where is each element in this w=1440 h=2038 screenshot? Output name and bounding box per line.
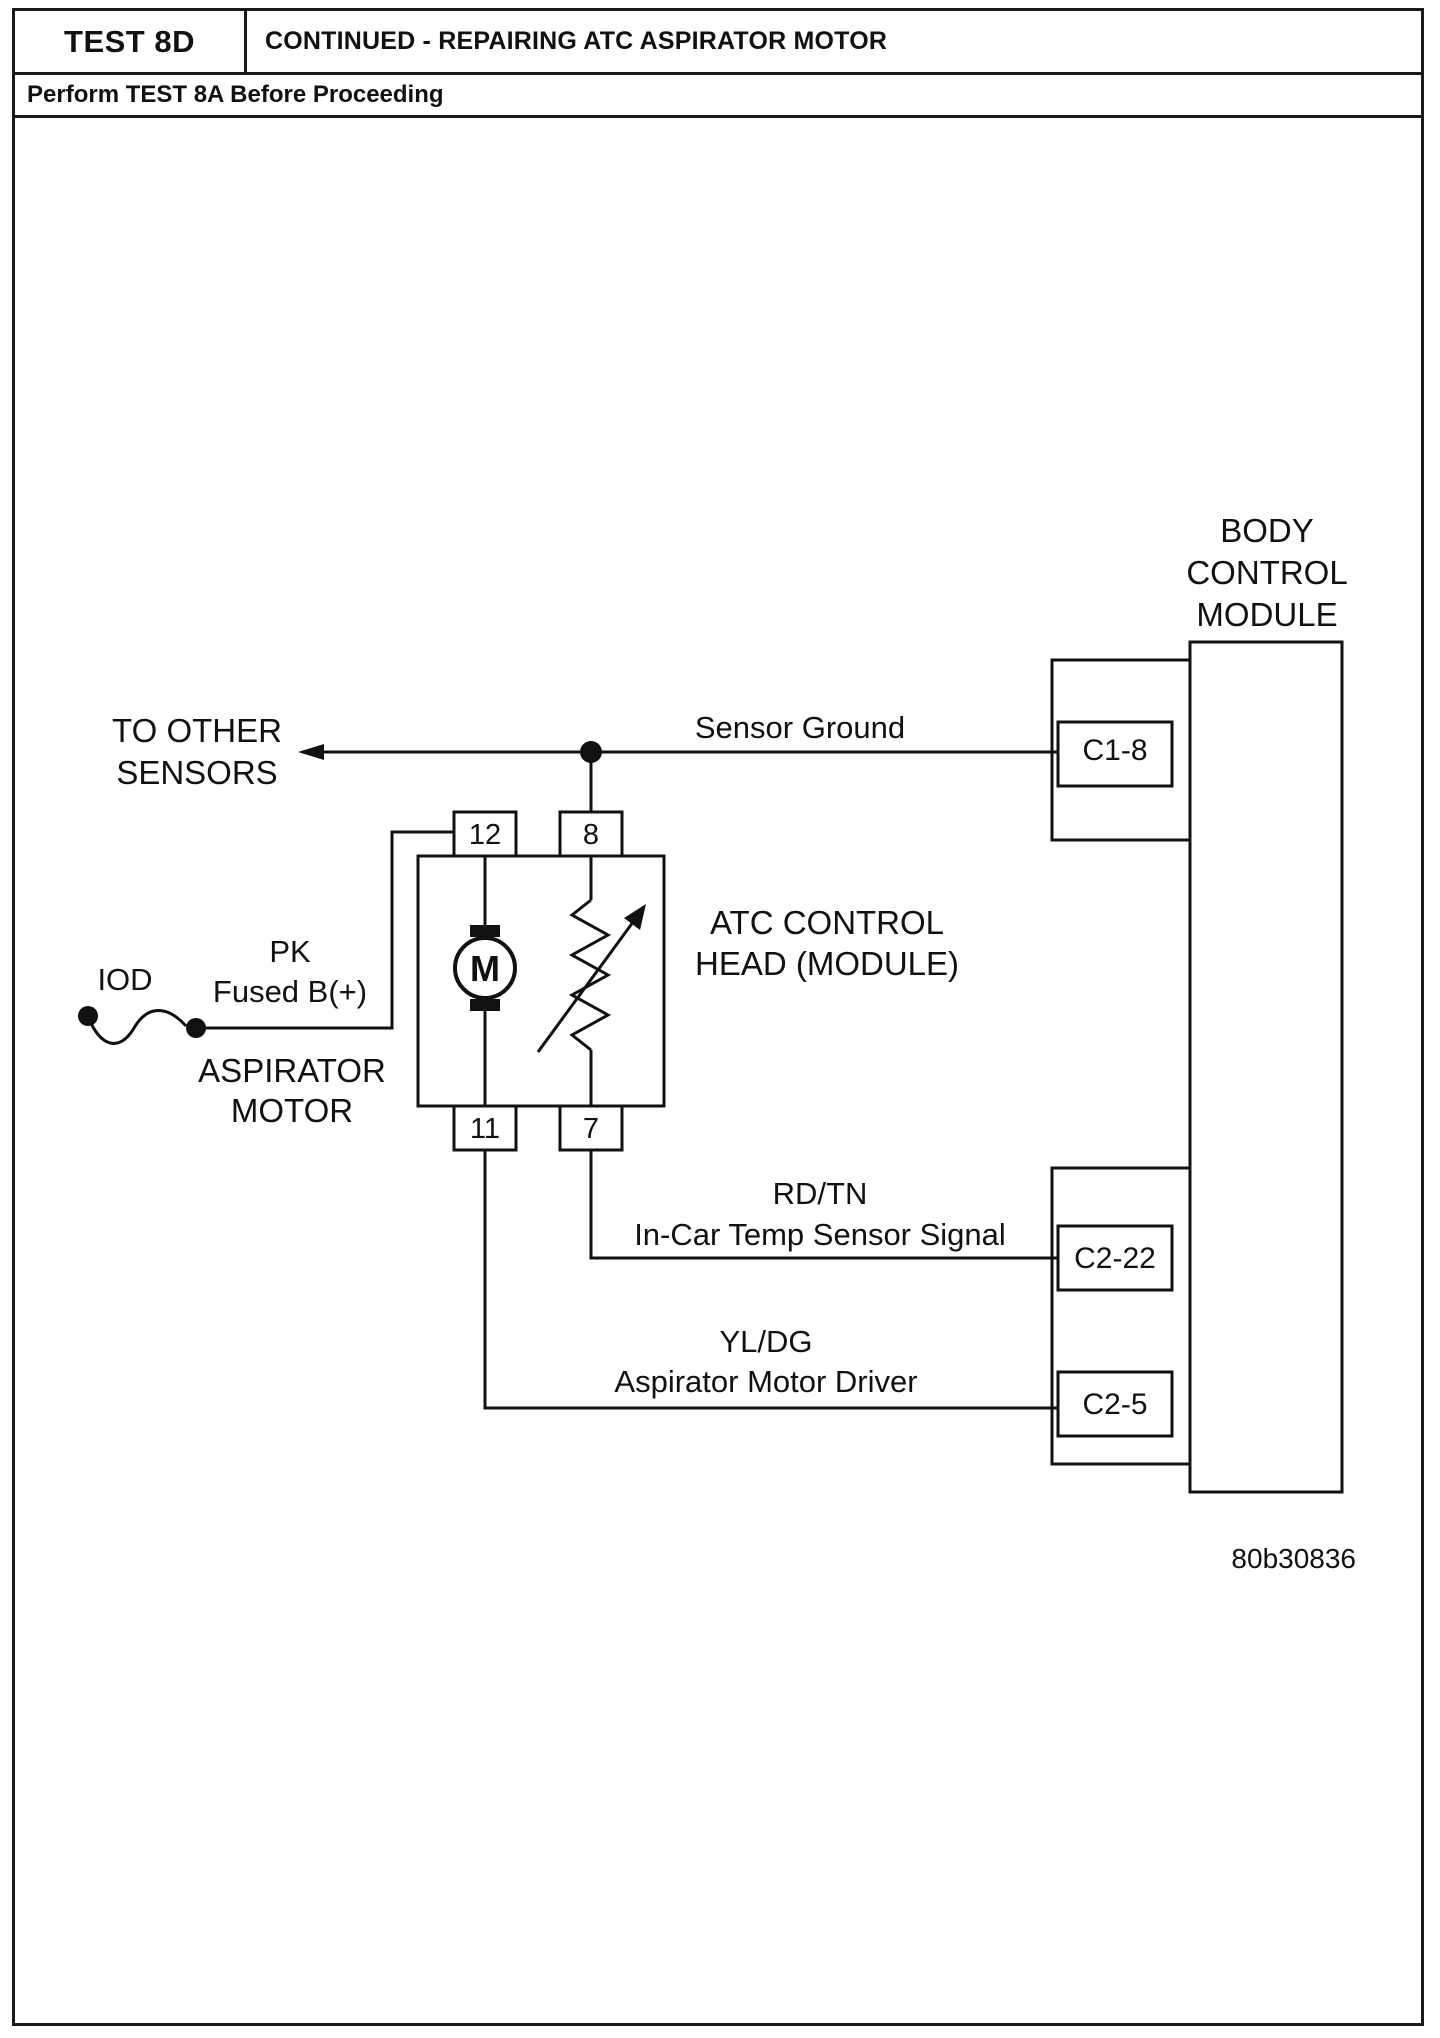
aspirator-motor-label-line-1: ASPIRATOR bbox=[198, 1052, 386, 1089]
motor-driver-color: YL/DG bbox=[719, 1324, 812, 1359]
bcm-connector-c2 bbox=[1050, 1166, 1192, 1466]
fused-feed-color: PK bbox=[269, 934, 311, 969]
bcm-pin-c1-8-box bbox=[1056, 720, 1174, 788]
bcm-pin-c2-5: C2-5 bbox=[1082, 1388, 1147, 1421]
pin-11-box bbox=[452, 1104, 518, 1152]
temp-signal-wire bbox=[589, 1150, 1058, 1260]
bcm-label-line-2: CONTROL bbox=[1186, 554, 1347, 591]
sensor-ground-circuit: Sensor Ground TO OTHER SENSORS bbox=[112, 710, 1058, 812]
other-sensors-label-line-1: TO OTHER bbox=[112, 712, 282, 749]
other-sensors-label-line-2: SENSORS bbox=[116, 754, 277, 791]
pin-7: 7 bbox=[583, 1113, 599, 1145]
header-row: TEST 8D CONTINUED - REPAIRING ATC ASPIRA… bbox=[15, 11, 1421, 75]
subheader-row: Perform TEST 8A Before Proceeding bbox=[15, 75, 1421, 118]
bcm-pin-c2-22: C2-22 bbox=[1074, 1242, 1156, 1275]
page-frame: TEST 8D CONTINUED - REPAIRING ATC ASPIRA… bbox=[12, 8, 1424, 2026]
thermistor-icon bbox=[536, 856, 646, 1106]
atc-control-head: ATC CONTROL HEAD (MODULE) 12 8 11 7 M bbox=[416, 810, 959, 1152]
temp-signal-color: RD/TN bbox=[773, 1176, 868, 1211]
motor-driver-label: Aspirator Motor Driver bbox=[614, 1364, 917, 1399]
bcm-connector-c1 bbox=[1050, 658, 1192, 842]
fused-feed-circuit: IOD PK Fused B(+) ASPIRATOR MOTOR bbox=[78, 830, 454, 1129]
temp-signal-circuit: RD/TN In-Car Temp Sensor Signal bbox=[589, 1150, 1058, 1260]
to-other-sensors-arrow bbox=[298, 744, 324, 760]
motor-driver-wire bbox=[483, 1150, 1058, 1410]
pin-12: 12 bbox=[469, 819, 501, 851]
figure-id: 80b30836 bbox=[1231, 1543, 1356, 1574]
fused-feed-label: Fused B(+) bbox=[213, 974, 367, 1009]
control-head-label-line-2: HEAD (MODULE) bbox=[695, 945, 959, 982]
control-head-label-line-1: ATC CONTROL bbox=[710, 904, 944, 941]
test-title: CONTINUED - REPAIRING ATC ASPIRATOR MOTO… bbox=[265, 27, 888, 55]
fuse-terminal-left bbox=[78, 1006, 98, 1026]
pin-8: 8 bbox=[583, 819, 599, 851]
bcm-box bbox=[1188, 640, 1344, 1494]
bcm-label-line-1: BODY bbox=[1220, 512, 1314, 549]
motor-icon bbox=[453, 936, 517, 1000]
fused-feed-wire bbox=[196, 830, 454, 1030]
temp-signal-label: In-Car Temp Sensor Signal bbox=[634, 1217, 1006, 1252]
body-control-module: BODY CONTROL MODULE C1-8 C2-22 C2-5 bbox=[1050, 512, 1348, 1494]
bcm-label-line-3: MODULE bbox=[1196, 596, 1337, 633]
motor-symbol: M bbox=[470, 948, 500, 989]
bcm-pin-c2-5-box bbox=[1056, 1370, 1174, 1438]
sensor-ground-label: Sensor Ground bbox=[695, 710, 905, 745]
fuse-icon bbox=[86, 1009, 188, 1045]
control-head-box bbox=[416, 854, 666, 1108]
pin-11: 11 bbox=[470, 1113, 500, 1145]
prerequisite-note: Perform TEST 8A Before Proceeding bbox=[27, 81, 444, 108]
aspirator-motor-label-line-2: MOTOR bbox=[231, 1092, 353, 1129]
fuse-terminal-right bbox=[186, 1018, 206, 1038]
motor-driver-circuit: YL/DG Aspirator Motor Driver bbox=[483, 1150, 1058, 1410]
test-id: TEST 8D bbox=[15, 11, 247, 72]
motor-brush-bottom bbox=[470, 999, 500, 1011]
motor-brush-top bbox=[470, 925, 500, 937]
fuse-label: IOD bbox=[97, 962, 152, 997]
bcm-pin-c1-8: C1-8 bbox=[1082, 734, 1147, 767]
